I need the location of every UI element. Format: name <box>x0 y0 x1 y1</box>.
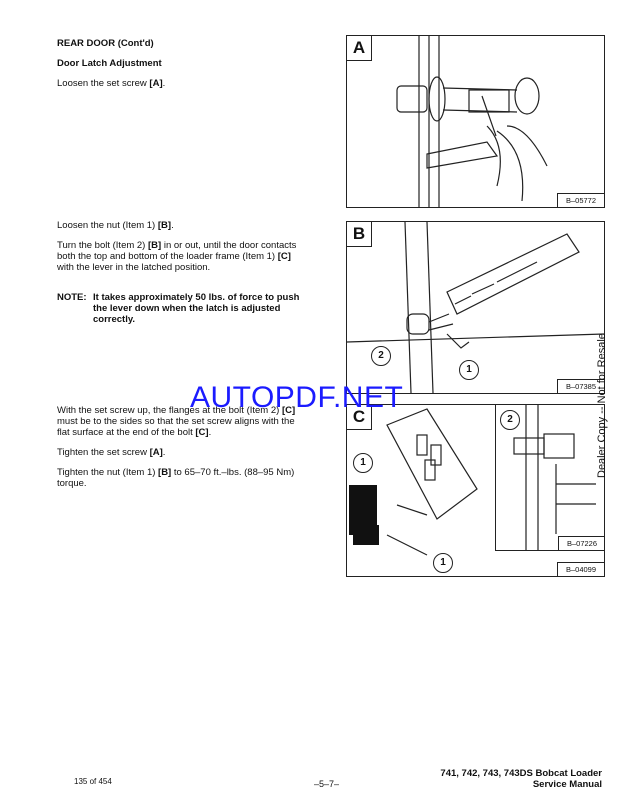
step-tighten-set-screw: Tighten the set screw [A]. <box>57 447 166 458</box>
step-loosen-set-screw: Loosen the set screw [A]. <box>57 78 166 89</box>
figure-a-letter: A <box>347 36 372 61</box>
figure-b-letter: B <box>347 222 372 247</box>
figure-c-code: B–04099 <box>557 562 604 576</box>
page-number: –5–7– <box>314 779 340 789</box>
figure-c-callout-item-1-top: 1 <box>353 453 373 473</box>
figure-c-inset-code: B–07226 <box>558 536 604 550</box>
figure-c-inset-illustration <box>513 405 596 550</box>
figure-c: 2 B–07226 C 1 1 B–04099 <box>346 404 605 577</box>
figure-c-inset-callout-item-2: 2 <box>500 410 520 430</box>
note-label: NOTE: <box>57 292 87 303</box>
figure-a-illustration <box>396 36 548 207</box>
figure-b-callout-item-1: 1 <box>459 360 479 380</box>
watermark: AUTOPDF.NET <box>190 381 404 414</box>
figure-c-letter: C <box>347 405 372 430</box>
figure-c-callout-item-1-bottom: 1 <box>433 553 453 573</box>
figure-b: B 2 1 B–07385 <box>346 221 605 394</box>
step-tighten-nut: Tighten the nut (Item 1) [B] to 65–70 ft… <box>57 467 295 489</box>
footer-model: 741, 742, 743, 743DS Bobcat Loader Servi… <box>440 768 602 790</box>
figure-b-callout-item-2: 2 <box>371 346 391 366</box>
section-title: REAR DOOR (Cont'd) <box>57 38 154 49</box>
page-count: 135 of 454 <box>74 777 112 786</box>
figure-c-inset: 2 B–07226 <box>495 405 604 551</box>
figure-a: A B–05772 <box>346 35 605 208</box>
figure-a-code: B–05772 <box>557 193 604 207</box>
step-loosen-nut: Loosen the nut (Item 1) [B]. <box>57 220 174 231</box>
subsection-title: Door Latch Adjustment <box>57 58 162 69</box>
figure-b-illustration <box>347 222 604 393</box>
step-turn-bolt: Turn the bolt (Item 2) [B] in or out, un… <box>57 240 297 273</box>
note-text: It takes approximately 50 lbs. of force … <box>93 292 300 325</box>
figure-c-illustration <box>349 408 478 556</box>
figure-b-code: B–07385 <box>557 379 604 393</box>
step-set-screw-up: With the set screw up, the flanges at th… <box>57 405 296 438</box>
side-notice: Dealer Copy -- Not for Resale <box>596 333 608 478</box>
